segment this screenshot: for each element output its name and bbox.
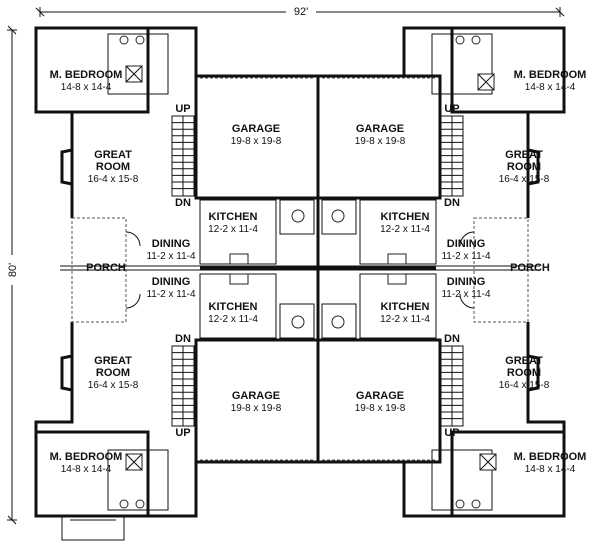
core-rooms (199, 199, 437, 339)
room-size: 12-2 x 11-4 (380, 224, 430, 235)
room-name: M. BEDROOM (50, 69, 123, 81)
room-size: 16-4 x 15-8 (88, 174, 139, 185)
room-size: 14-8 x 14-4 (525, 82, 576, 93)
room-size: 14-8 x 14-4 (61, 464, 112, 475)
room-size: 14-8 x 14-4 (525, 464, 576, 475)
room-name: ROOM (507, 161, 541, 173)
room-name: DINING (152, 238, 191, 250)
stair-label: DN (444, 197, 460, 209)
room-size: 19-8 x 19-8 (355, 136, 406, 147)
room-name: GREAT (505, 355, 543, 367)
room-name: KITCHEN (381, 301, 430, 313)
room-label: PORCH (510, 262, 550, 274)
width-dimension-label: 92' (294, 6, 308, 18)
room-size: 11-2 x 11-4 (441, 251, 491, 262)
stairs (171, 115, 464, 427)
stair-label: DN (175, 333, 191, 345)
height-dimension-label: 80' (7, 263, 19, 277)
room-size: 11-2 x 11-4 (146, 289, 196, 300)
room-name: GREAT (94, 355, 132, 367)
room-name: KITCHEN (381, 211, 430, 223)
room-name: KITCHEN (209, 211, 258, 223)
room-name: ROOM (96, 367, 130, 379)
room-name: GARAGE (356, 123, 404, 135)
room-size: 12-2 x 11-4 (208, 224, 258, 235)
room-name: DINING (447, 238, 486, 250)
room-size: 11-2 x 11-4 (441, 289, 491, 300)
bay-windows (60, 148, 540, 392)
garages (194, 74, 442, 464)
room-size: 19-8 x 19-8 (231, 136, 282, 147)
room-name: GARAGE (232, 123, 280, 135)
room-name: GARAGE (356, 390, 404, 402)
room-size: 19-8 x 19-8 (231, 403, 282, 414)
stair-labels: UP DN UP DN DN UP DN UP (175, 103, 460, 439)
stair-label: UP (175, 103, 190, 115)
room-size: 12-2 x 11-4 (208, 314, 258, 325)
dimension-lines (4, 4, 565, 525)
room-name: ROOM (96, 161, 130, 173)
room-name: DINING (152, 276, 191, 288)
stair-label: UP (175, 427, 190, 439)
room-name: KITCHEN (209, 301, 258, 313)
room-size: 12-2 x 11-4 (380, 314, 430, 325)
room-name: M. BEDROOM (50, 451, 123, 463)
room-name: GARAGE (232, 390, 280, 402)
room-name: PORCH (510, 262, 550, 274)
room-size: 19-8 x 19-8 (355, 403, 406, 414)
stair-label: DN (175, 197, 191, 209)
stair-label: UP (444, 427, 459, 439)
room-size: 16-4 x 15-8 (499, 380, 550, 391)
room-size: 11-2 x 11-4 (146, 251, 196, 262)
room-name: M. BEDROOM (514, 451, 587, 463)
room-name: GREAT (94, 149, 132, 161)
room-name: GREAT (505, 149, 543, 161)
room-name: DINING (447, 276, 486, 288)
room-name: ROOM (507, 367, 541, 379)
room-name: PORCH (86, 262, 126, 274)
room-label: PORCH (86, 262, 126, 274)
porches (71, 217, 529, 323)
bath-fixtures (119, 35, 497, 509)
stair-label: UP (444, 103, 459, 115)
room-name: M. BEDROOM (514, 69, 587, 81)
entry-stoop (61, 515, 125, 541)
room-size: 16-4 x 15-8 (88, 380, 139, 391)
room-size: 14-8 x 14-4 (61, 82, 112, 93)
room-size: 16-4 x 15-8 (499, 174, 550, 185)
stair-label: DN (444, 333, 460, 345)
